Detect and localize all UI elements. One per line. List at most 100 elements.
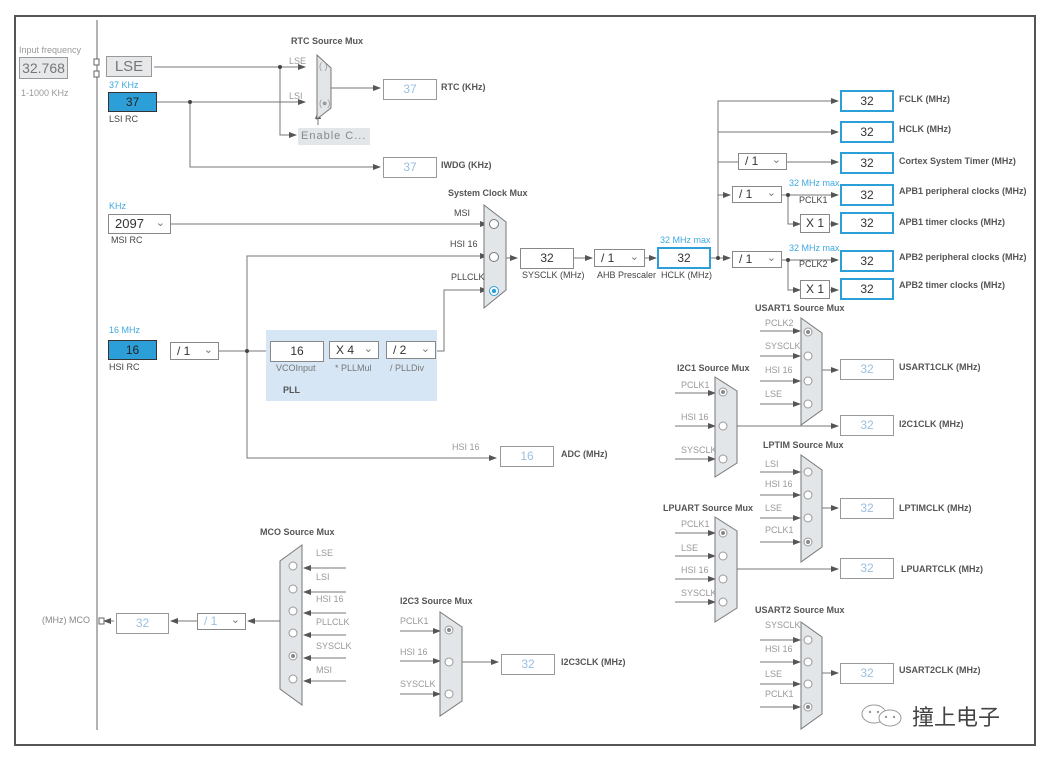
mco-output-label: (MHz) MCO [42, 615, 90, 625]
sysclk-radio-msi[interactable] [489, 219, 499, 229]
usart1-radio-sysclk[interactable] [803, 351, 813, 361]
rtc-lsi-radio-selected[interactable]: (●) [319, 98, 331, 108]
pll-mul-select[interactable]: X 4⌄ [329, 341, 379, 359]
lpuart-mux-title: LPUART Source Mux [663, 503, 754, 513]
mco-radio-lse[interactable] [288, 561, 298, 571]
lptim-radio-lse[interactable] [803, 513, 813, 523]
usart2-radio-lse[interactable] [803, 679, 813, 689]
lpuart-radio-sysclk[interactable] [718, 597, 728, 607]
usart1-radio-lse[interactable] [803, 399, 813, 409]
chevron-down-icon: ⌄ [203, 344, 213, 356]
iwdg-output-value: 37 [383, 157, 437, 178]
lpuart-input-hsi16: HSI 16 [681, 565, 709, 575]
i2c3-radio-hsi16[interactable] [444, 657, 454, 667]
usart2-radio-hsi16[interactable] [803, 657, 813, 667]
hclk-input-field[interactable]: 32 [657, 247, 711, 269]
usart2-radio-sysclk[interactable] [803, 635, 813, 645]
apb2-max-label: 32 MHz max [789, 243, 840, 253]
usart1-input-hsi16: HSI 16 [765, 365, 793, 375]
usart1-mux-title: USART1 Source Mux [755, 303, 845, 313]
i2c1-radio-hsi16[interactable] [718, 421, 728, 431]
apb2-prescaler-select[interactable]: / 1 ⌄ [732, 251, 782, 268]
mco-radio-hsi16[interactable] [288, 606, 298, 616]
chevron-down-icon: ⌄ [629, 251, 639, 263]
chevron-down-icon: ⌄ [230, 614, 240, 626]
sysclk-radio-hsi16[interactable] [489, 252, 499, 262]
apb1-timer-multiplier: X 1 [800, 214, 830, 233]
mco-input-pllclk: PLLCLK [316, 617, 350, 627]
hsi-rc-value[interactable]: 16 [108, 340, 157, 360]
sysclk-label: SYSCLK (MHz) [522, 270, 585, 280]
apb1-timer-label: APB1 timer clocks (MHz) [899, 217, 1006, 227]
pll-div-select[interactable]: / 2⌄ [386, 341, 436, 359]
apb2-prescaler-value: / 1 [739, 252, 753, 266]
apb2-timer-label: APB2 timer clocks (MHz) [899, 280, 1006, 290]
i2c3-radio-sysclk[interactable] [444, 689, 454, 699]
lse-source[interactable]: LSE [106, 56, 152, 77]
rtc-lse-radio[interactable]: ( ) [319, 61, 328, 71]
hclk-output-label: HCLK (MHz) [899, 124, 951, 134]
cortex-timer-label: Cortex System Timer (MHz) [899, 156, 1016, 166]
apb2-timer-value: 32 [840, 278, 894, 300]
hclk-label: HCLK (MHz) [661, 270, 712, 280]
chevron-down-icon: ⌄ [420, 343, 430, 355]
cortex-timer-divider-select[interactable]: / 1 ⌄ [738, 153, 787, 170]
clock-configuration-frame [14, 15, 1036, 746]
pll-mul-value: X 4 [336, 343, 355, 357]
msi-range-value: 2097 [115, 216, 144, 231]
wechat-icon [861, 704, 902, 727]
chevron-down-icon: ⌄ [766, 187, 776, 199]
mco-radio-pllclk[interactable] [288, 628, 298, 638]
hsi-divider-select[interactable]: / 1⌄ [170, 342, 219, 360]
msi-range-select[interactable]: 2097⌄ [108, 214, 171, 234]
lptim-radio-hsi16[interactable] [803, 490, 813, 500]
sysclk-mux-radios [489, 219, 499, 296]
i2c3-input-pclk1: PCLK1 [400, 616, 429, 626]
pll-vco-input-value: 16 [270, 341, 324, 362]
msi-rc-label: MSI RC [111, 235, 143, 245]
mco-input-lsi: LSI [316, 572, 330, 582]
apb1-max-label: 32 MHz max [789, 178, 840, 188]
mco-divider-select[interactable]: / 1 ⌄ [197, 613, 246, 630]
lptim-input-lsi: LSI [765, 459, 779, 469]
lpuart-radio-hsi16[interactable] [718, 574, 728, 584]
usart2-input-pclk1: PCLK1 [765, 689, 794, 699]
lsi-frequency-label: 37 KHz [109, 80, 139, 90]
enable-css-button[interactable]: Enable C... [298, 128, 370, 145]
pll-title: PLL [283, 385, 300, 395]
i2c1-input-hsi16: HSI 16 [681, 412, 709, 422]
mco-divider-value: / 1 [204, 614, 218, 628]
apb1-prescaler-select[interactable]: / 1⌄ [732, 186, 782, 203]
mco-output-value: 32 [116, 613, 169, 634]
lptim-clock-label: LPTIMCLK (MHz) [899, 503, 972, 513]
input-frequency-label: Input frequency [19, 45, 82, 55]
pclk2-label: PCLK2 [799, 259, 828, 269]
chevron-down-icon: ⌄ [771, 154, 781, 166]
ahb-prescaler-select[interactable]: / 1 ⌄ [594, 249, 645, 267]
lsi-rc-value[interactable]: 37 [108, 92, 157, 112]
mco-mux-title: MCO Source Mux [260, 527, 335, 537]
rtc-output-value: 37 [383, 79, 437, 100]
ahb-prescaler-value: / 1 [601, 251, 615, 265]
usart1-radio-hsi16[interactable] [803, 376, 813, 386]
rtc-mux-input-lsi: LSI [289, 91, 303, 101]
input-frequency-field[interactable]: 32.768 [19, 57, 68, 79]
mco-radio-lsi[interactable] [288, 584, 298, 594]
hsi-rc-label: HSI RC [109, 362, 140, 372]
mco-radio-msi[interactable] [288, 674, 298, 684]
i2c3-input-sysclk: SYSCLK [400, 679, 436, 689]
chevron-down-icon: ⌄ [766, 252, 776, 264]
usart2-input-sysclk: SYSCLK [765, 620, 801, 630]
sysclk-value: 32 [520, 248, 574, 269]
hsi-frequency-label: 16 MHz [109, 325, 141, 335]
i2c3-input-hsi16: HSI 16 [400, 647, 428, 657]
lptim-mux-title: LPTIM Source Mux [763, 440, 844, 450]
apb1-timer-value: 32 [840, 212, 894, 234]
lptim-radio-lsi[interactable] [803, 467, 813, 477]
lpuart-radio-lse[interactable] [718, 551, 728, 561]
adc-input-label: HSI 16 [452, 442, 480, 452]
watermark-text: 撞上电子 [912, 706, 1001, 731]
usart1-input-sysclk: SYSCLK [765, 341, 801, 351]
cortex-timer-divider-value: / 1 [745, 154, 759, 168]
i2c1-radio-sysclk[interactable] [718, 454, 728, 464]
